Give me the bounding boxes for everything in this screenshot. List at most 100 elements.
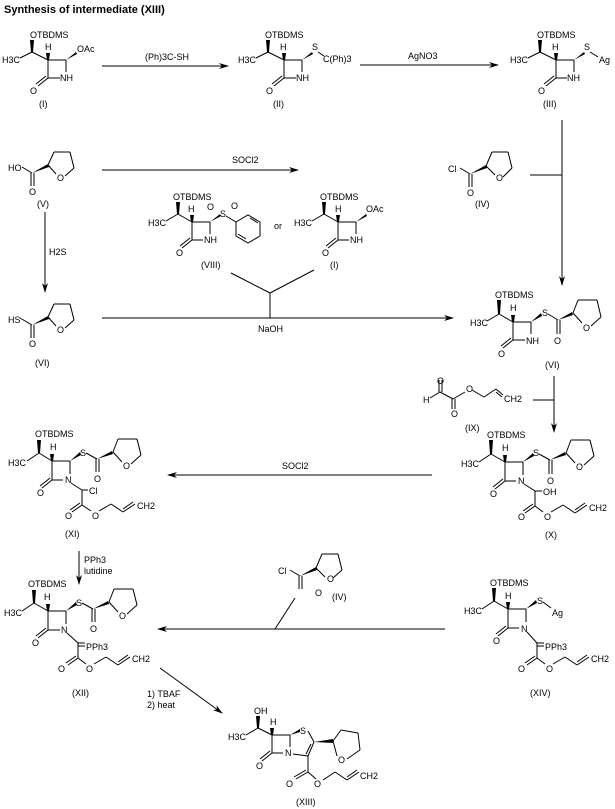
otbdms-label: OTBDMS xyxy=(173,192,212,202)
cl-label: Cl xyxy=(448,164,457,174)
s-label: S xyxy=(542,308,548,318)
ester-o-label: O xyxy=(546,664,553,674)
compound-label: (XIV) xyxy=(530,688,551,698)
compound-label: (III) xyxy=(543,99,557,109)
ho-label: HO xyxy=(8,163,22,173)
carbonyl-o-label: O xyxy=(176,248,183,258)
compound-label: (II) xyxy=(273,99,284,109)
hs-label: HS xyxy=(8,315,21,325)
nh-label: NH xyxy=(60,73,73,83)
cl-label: Cl xyxy=(278,566,287,576)
compound-VII: OTBDMS H H3C O NH S O O (VI) xyxy=(470,290,602,370)
reagent-heat: 2) heat xyxy=(147,700,176,710)
ch2-label: CH2 xyxy=(504,394,522,404)
s-label: S xyxy=(533,448,539,458)
nh-label: NH xyxy=(296,73,309,83)
ch2-label: CH2 xyxy=(360,771,378,781)
ester-carbonyl-o-label: O xyxy=(65,511,72,521)
reagent-thionyl-chloride: SOCl2 xyxy=(232,155,259,165)
compound-V: HO O O (V) xyxy=(8,151,75,209)
sulfonyl-o2-label: O xyxy=(231,201,238,211)
trityl-label: C(Ph)3 xyxy=(323,54,352,64)
nh-label: NH xyxy=(204,235,217,245)
carbonyl-o-label: O xyxy=(322,248,329,258)
compound-XIV: OTBDMS H H3C O N S Ag PPh3 O O CH2 (XIV) xyxy=(464,578,609,698)
carbonyl-o-label: O xyxy=(538,86,545,96)
ring-o-label: O xyxy=(119,611,126,621)
n-label: N xyxy=(521,624,528,634)
n-label: N xyxy=(61,625,68,635)
compound-I-alternative: OTBDMS H H3C O NH OAc (I) xyxy=(294,192,384,270)
ester-o-label: O xyxy=(314,779,321,789)
carbonyl-o-label: O xyxy=(256,761,263,771)
ester-o-label: O xyxy=(86,664,93,674)
otbdms-label: OTBDMS xyxy=(28,579,67,589)
compound-label: (IV) xyxy=(475,199,490,209)
n-label: N xyxy=(65,475,72,485)
h3c-label: H3C xyxy=(461,459,480,469)
otbdms-label: OTBDMS xyxy=(265,30,304,40)
ester-o-label: O xyxy=(92,511,99,521)
ester-carbonyl-o-label: O xyxy=(518,664,525,674)
compound-label: (X) xyxy=(545,530,557,540)
reagent-hydrogen-sulfide: H2S xyxy=(49,247,67,257)
compound-XIII: OH H H3C O N S O O O CH2 xyxy=(228,706,378,807)
h3c-label: H3C xyxy=(464,606,483,616)
compound-label: (VIII) xyxy=(201,260,221,270)
pph3-label: PPh3 xyxy=(86,642,108,652)
compound-II: OTBDMS H H3C O NH S C(Ph)3 (II) xyxy=(238,30,352,109)
h-label: H xyxy=(280,42,287,52)
compound-IV: Cl O O (IV) xyxy=(448,151,513,209)
carbonyl-o2-label: O xyxy=(554,336,561,346)
carbonyl-o-label: O xyxy=(29,339,36,349)
or-label: or xyxy=(274,221,282,231)
oh-label: OH xyxy=(543,487,557,497)
h-label: H xyxy=(423,395,430,405)
n-label: N xyxy=(518,476,525,486)
compound-label: (V) xyxy=(37,199,49,209)
ag-label: Ag xyxy=(599,55,610,65)
sulfonyl-o1-label: O xyxy=(207,202,214,212)
ring-o-label: O xyxy=(327,574,334,584)
ring-o-label: O xyxy=(496,173,503,183)
carbonyl-o-label: O xyxy=(30,86,37,96)
compound-label: (I) xyxy=(39,99,48,109)
otbdms-label: OTBDMS xyxy=(320,192,359,202)
cl-label: Cl xyxy=(89,486,98,496)
ch2-label: CH2 xyxy=(589,503,607,513)
compound-label: (XII) xyxy=(72,688,89,698)
s-label: S xyxy=(80,448,86,458)
otbdms-label: OTBDMS xyxy=(495,290,534,300)
aldehyde-o-label: O xyxy=(437,376,444,386)
ag-label: Ag xyxy=(552,608,563,618)
compound-III: OTBDMS H H3C O NH S Ag (III) xyxy=(510,30,610,109)
h3c-label: H3C xyxy=(8,458,27,468)
compound-label: (VI) xyxy=(35,358,50,368)
reagent-silver-nitrate: AgNO3 xyxy=(408,51,438,61)
reagent-thionyl-chloride-2: SOCl2 xyxy=(282,461,309,471)
s-label: S xyxy=(584,42,590,52)
ring-o-label: O xyxy=(57,325,64,335)
ring-o-label: O xyxy=(576,462,583,472)
join-line-IV-alt xyxy=(274,597,296,630)
compound-label: (VI) xyxy=(545,360,560,370)
s-label: S xyxy=(312,42,318,52)
thioester-o-label: O xyxy=(547,476,554,486)
ester-carbonyl-o-label: O xyxy=(518,512,525,522)
h3c-label: H3C xyxy=(2,55,21,65)
nh-label: NH xyxy=(350,235,363,245)
ester-o-label: O xyxy=(544,512,551,522)
h3c-label: H3C xyxy=(294,218,313,228)
ch2-label: CH2 xyxy=(591,654,609,664)
h3c-label: H3C xyxy=(148,218,167,228)
carbonyl-o-label: O xyxy=(29,187,36,197)
h-label: H xyxy=(50,442,57,452)
h-label: H xyxy=(502,443,509,453)
compound-IV-alternative: Cl O O (IV) xyxy=(278,553,347,602)
h3c-label: H3C xyxy=(510,55,529,65)
carbonyl-o-label: O xyxy=(490,489,497,499)
compound-I: OTBDMS H H3C O NH OAc (I) xyxy=(2,30,95,109)
ester-o-label: O xyxy=(466,384,473,394)
compound-IX: H O O O CH2 (IX) xyxy=(423,376,522,433)
